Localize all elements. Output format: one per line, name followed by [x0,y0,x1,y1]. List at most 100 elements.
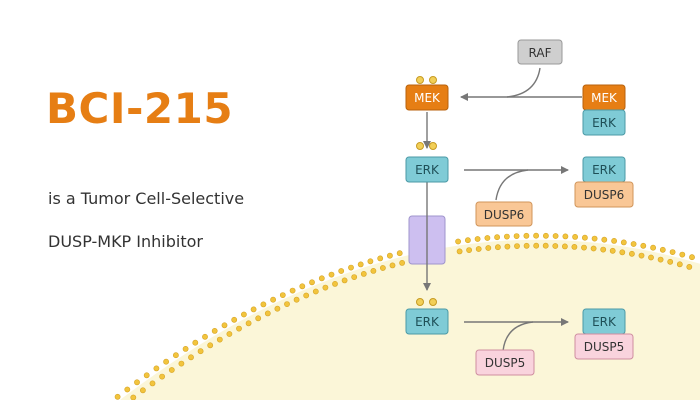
erk-dusp5-complex-dusp5 [574,333,634,360]
lipid-head [523,232,530,239]
lipid-head [686,263,693,270]
lipid-head [619,249,626,256]
lipid-head [124,386,131,393]
lipid-head [552,243,559,249]
lipid-head [289,287,296,294]
lipid-head [332,280,338,287]
cell-membrane [114,232,695,404]
lipid-head [348,264,354,271]
lipid-head [178,360,185,367]
lipid-head [600,246,607,253]
page-title: BCI-215 [46,84,234,133]
arrow-dusp6-curve [495,169,529,201]
lipid-head [485,245,492,251]
lipid-head [293,296,300,303]
lipid-head [455,238,461,245]
mek-box [405,84,449,111]
lipid-head [552,233,559,239]
lipid-head [456,248,463,255]
erk-bottom-label: ERK [415,315,440,329]
lipid-head [172,352,179,359]
lipid-head [523,242,530,249]
erk-label: ERK [415,163,440,177]
raf-box [517,39,563,65]
erk-dusp6-complex-dusp6 [574,181,634,208]
erk-dusp6-complex-dusp6-label: DUSP6 [584,188,625,202]
lipid-head [114,393,121,400]
lipid-head [202,333,208,340]
lipid-head [250,306,257,313]
erk-dusp6-complex-erk-label: ERK [592,163,617,177]
lipid-head [231,316,238,323]
erk-dusp5-complex-erk-label: ERK [592,315,617,329]
lipid-head [299,283,306,290]
lipid-head [245,320,252,327]
arrows [423,67,582,352]
lipid-head [657,256,664,263]
lipid-head [341,277,348,284]
lipid-head [260,301,267,308]
lipid-head [226,331,233,337]
lipid-head [533,242,540,249]
lipid-head [638,252,645,259]
lipid-head [464,237,471,244]
lipid-head [357,261,364,268]
lipid-head [494,244,501,251]
lipid-head [211,327,218,334]
phospho-dot [416,76,424,84]
lipid-head [494,234,500,241]
lipid-head [134,379,140,386]
lipid-head [543,232,549,239]
lipid-head [581,244,587,251]
lipid-head [192,339,199,346]
dusp5-box [475,349,535,376]
lipid-head [399,259,405,266]
lipid-head [188,354,194,361]
lipid-head [679,251,686,258]
lipid-head [689,254,695,261]
lipid-head [659,246,666,253]
lipid-head [571,243,578,250]
lipid-head [630,241,637,247]
subtitle-line-1: is a Tumor Cell-Selective [48,189,245,208]
lipid-head [274,305,281,312]
lipid-head [149,380,156,387]
lipid-head [322,284,329,291]
phospho-dot [429,142,437,150]
dusp6-label: DUSP6 [484,208,525,222]
lipid-head [562,233,569,240]
lipid-head [139,387,146,394]
lipid-head [377,255,384,262]
lipid-head [503,233,510,240]
lipid-head [379,265,386,271]
mek-label: MEK [414,91,441,105]
lipid-head [640,242,647,249]
lipid-head [474,236,481,242]
lipid-head [648,254,654,261]
lipid-head [255,315,262,322]
lipid-head [475,246,482,252]
lipid-head [484,235,491,241]
erk-bottom-box [405,308,449,335]
lipid-head [514,243,520,249]
lipid-head [609,247,616,254]
arrow-dusp5-curve [502,321,534,352]
lipid-head [676,261,683,268]
lipid-head [533,232,539,239]
lipid-head [309,279,315,286]
dusp5-label: DUSP5 [485,356,526,370]
phospho-dot [429,298,437,306]
lipid-head [601,236,608,243]
lipid-head [504,243,511,250]
erk-dusp5-complex-dusp5-label: DUSP5 [584,340,625,354]
lipid-head [562,243,568,250]
phospho-dot [429,76,437,84]
lipid-head [236,325,242,332]
dusp6-box [475,201,533,227]
lipid-head [163,358,169,365]
lipid-head [591,235,598,242]
lipid-head [572,233,578,240]
lipid-head [629,250,635,257]
